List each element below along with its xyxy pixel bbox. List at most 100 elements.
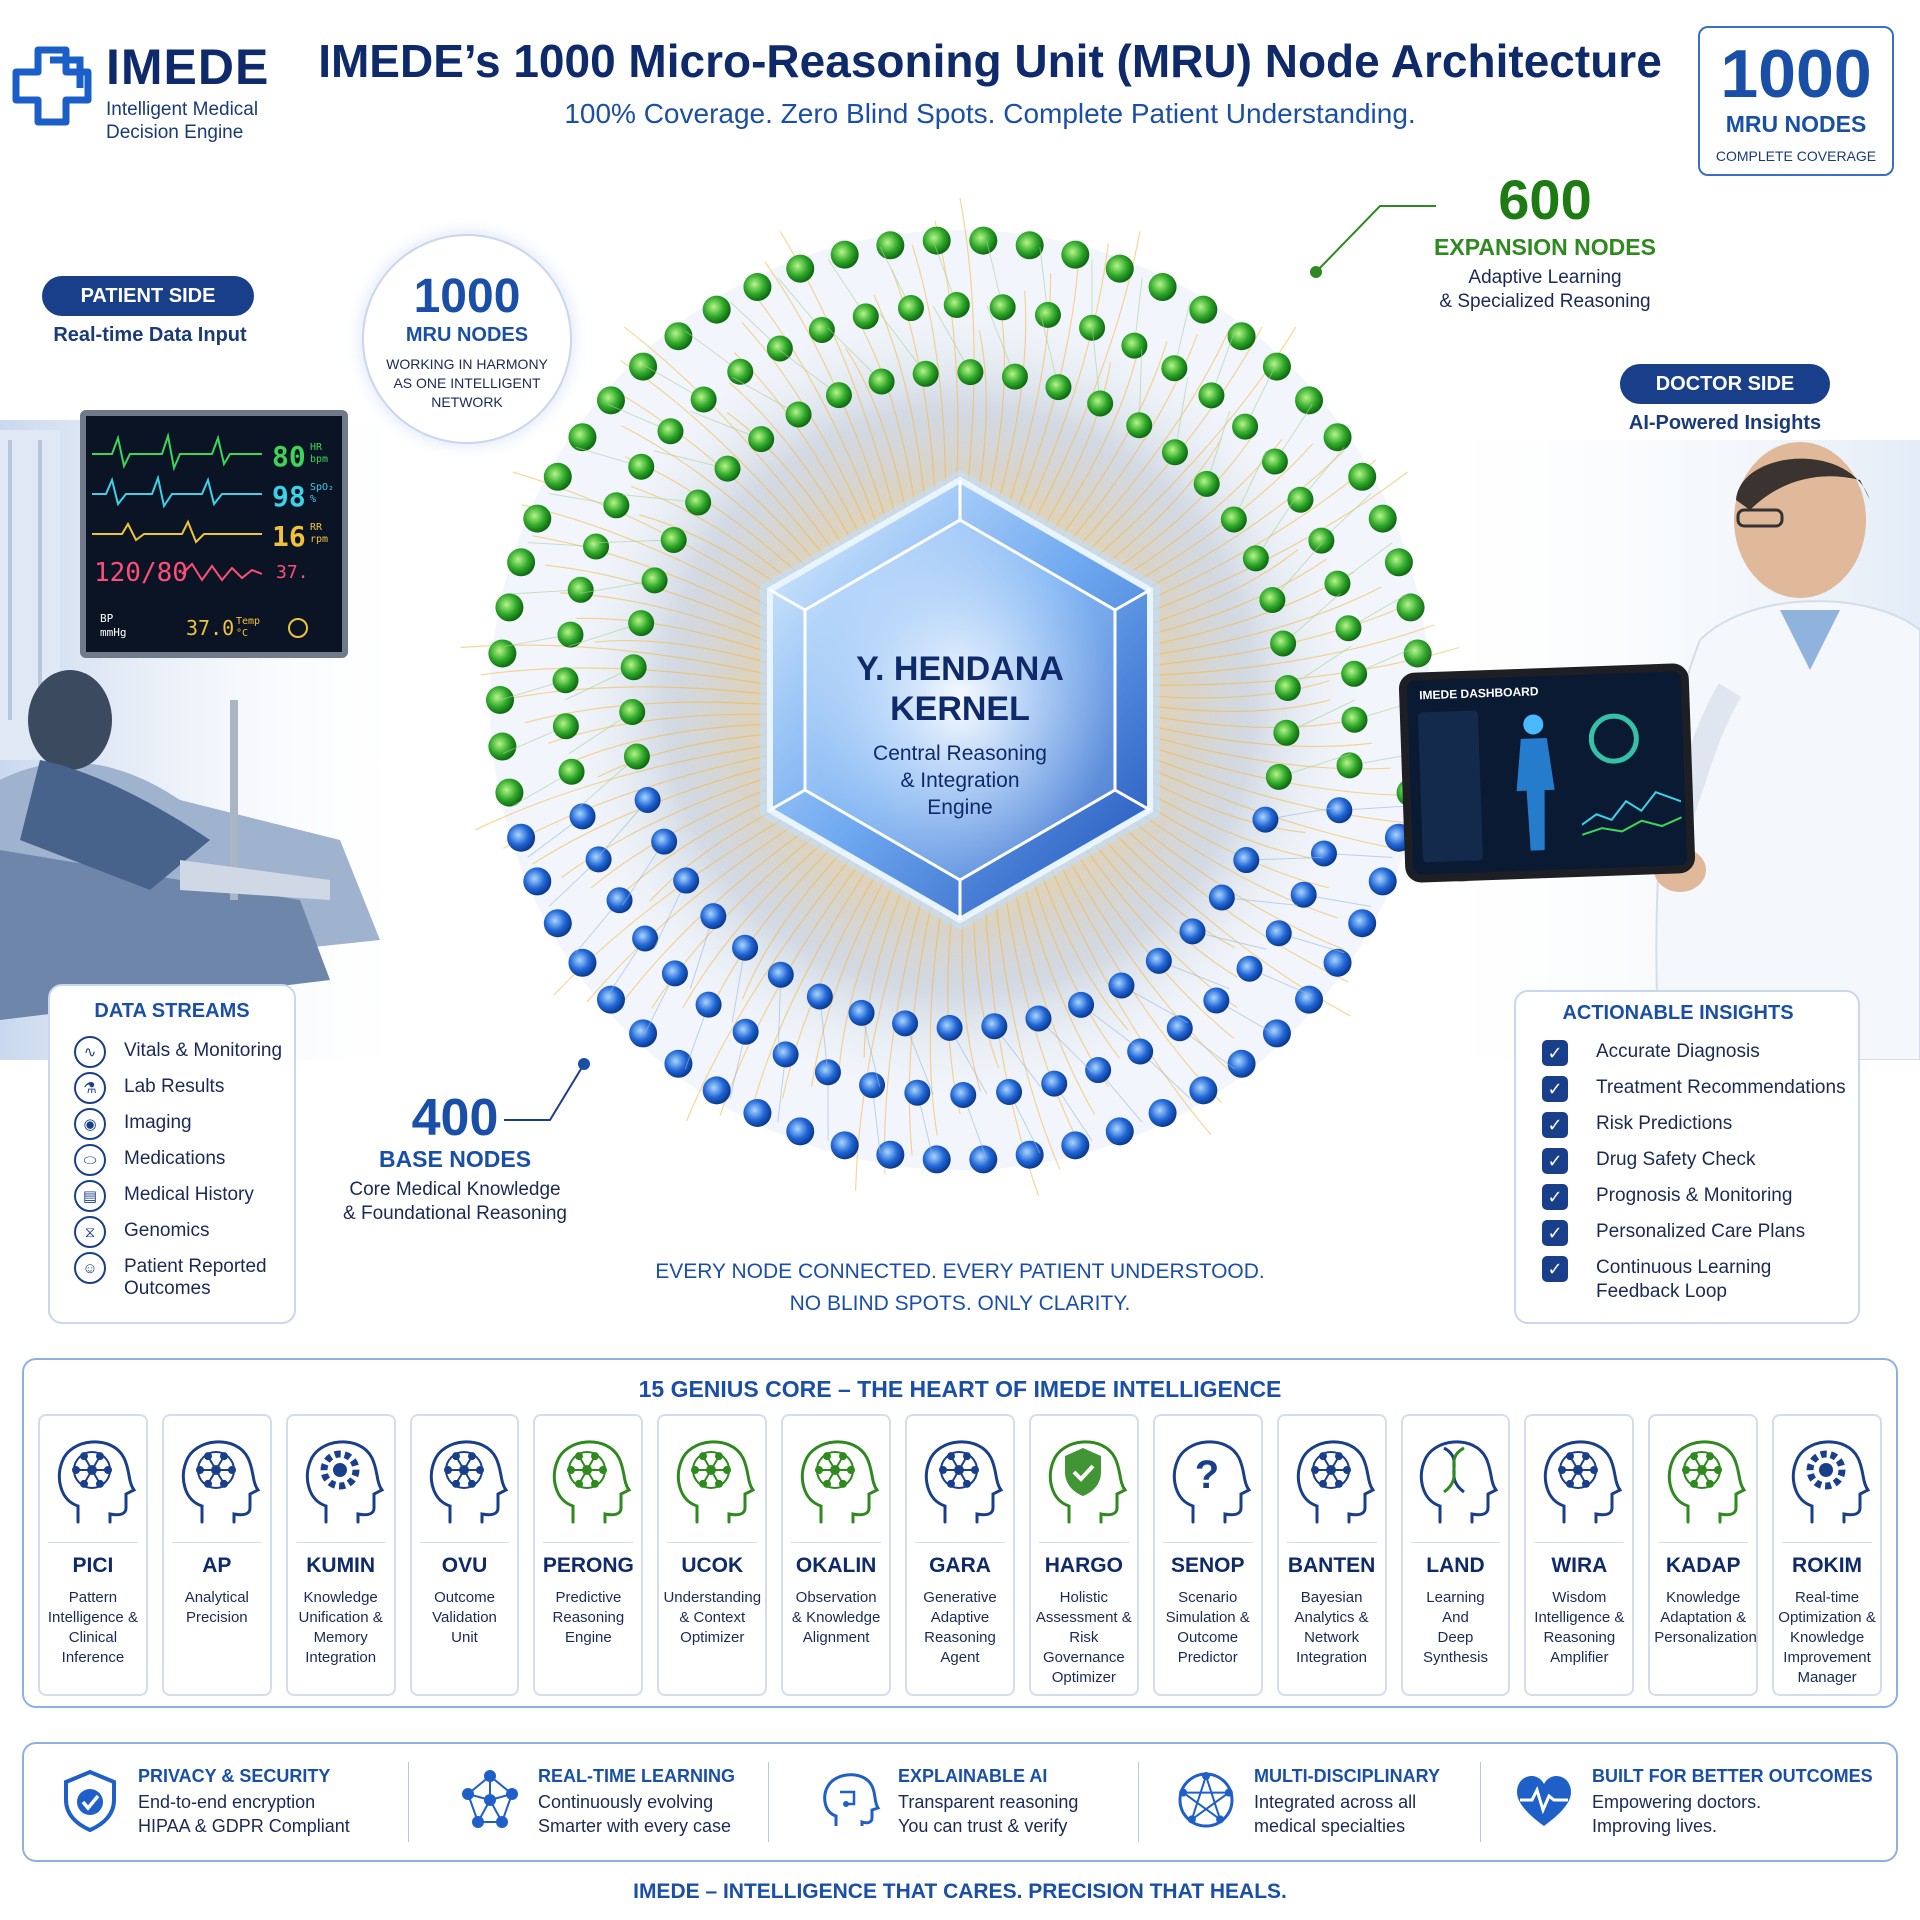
data-stream-label: Vitals & Monitoring <box>124 1040 283 1061</box>
expansion-node <box>628 453 655 480</box>
expansion-node <box>1341 660 1368 687</box>
brain-circuit-icon <box>823 1773 881 1826</box>
card-divider <box>1782 1542 1872 1543</box>
data-stream-label: Medical History <box>124 1184 254 1205</box>
feature-divider <box>1480 1762 1481 1842</box>
network-tagline: EVERY NODE CONNECTED. EVERY PATIENT UNDE… <box>655 1260 1265 1315</box>
brain-gear-icon <box>305 1440 384 1524</box>
brain-hub-icon <box>677 1440 756 1524</box>
expansion-node <box>1045 374 1072 401</box>
logo-subtitle: Intelligent Medical Decision Engine <box>106 99 259 143</box>
base-node <box>1105 1117 1134 1146</box>
expansion-node <box>957 359 984 386</box>
expansion-node <box>868 368 895 395</box>
feature-divider <box>408 1762 409 1842</box>
pulse-icon: ∿ <box>74 1036 106 1068</box>
base-node <box>1203 987 1230 1014</box>
base-label: BASE NODES <box>378 1146 532 1172</box>
brain-wheel-icon <box>801 1440 880 1524</box>
base-node <box>543 909 572 938</box>
expansion-node <box>989 294 1016 321</box>
expansion-node <box>1148 273 1177 302</box>
expansion-node <box>1105 254 1134 283</box>
checkbox-checked-icon: ✓ <box>1542 1184 1568 1210</box>
bp-value: 120/80 <box>94 558 188 588</box>
base-node <box>695 991 722 1018</box>
expansion-node <box>786 254 815 283</box>
expansion-node <box>557 621 584 648</box>
ecg-waveforms <box>92 432 262 582</box>
expansion-node <box>876 231 905 260</box>
expansion-node <box>623 743 650 770</box>
footer-tagline: IMEDE – INTELLIGENCE THAT CARES. PRECISI… <box>633 1880 1287 1903</box>
expansion-node <box>629 352 658 381</box>
expansion-node <box>1242 545 1269 572</box>
expansion-node <box>657 418 684 445</box>
base-node <box>651 828 678 855</box>
base-node <box>1041 1070 1068 1097</box>
base-node <box>1061 1131 1090 1160</box>
genius-code: PERONG <box>542 1554 634 1577</box>
base-node <box>1323 948 1352 977</box>
card-divider <box>171 1542 262 1543</box>
expansion-node <box>852 303 879 330</box>
brain-wheel-icon <box>1544 1440 1623 1524</box>
checkbox-checked-icon: ✓ <box>1542 1040 1568 1066</box>
insight-label: Treatment Recommendations <box>1596 1077 1846 1098</box>
insight-label: Risk Predictions <box>1596 1113 1733 1134</box>
mru-count-box: 1000 MRU NODES COMPLETE COVERAGE <box>1698 26 1894 176</box>
base-node <box>1348 909 1377 938</box>
base-node <box>1252 806 1279 833</box>
base-node <box>664 1049 693 1078</box>
feature-line-1: Transparent reasoning <box>898 1792 1079 1812</box>
expansion-node <box>808 316 835 343</box>
expansion-node <box>1270 630 1297 657</box>
insight-label: Drug Safety Check <box>1596 1149 1756 1170</box>
base-node <box>996 1078 1023 1105</box>
expansion-node <box>660 526 687 553</box>
base-node <box>673 867 700 894</box>
count-label: MRU NODES <box>1725 111 1867 137</box>
base-node <box>981 1013 1008 1040</box>
doctor-side-pill: DOCTOR SIDE <box>1620 364 1830 404</box>
insight-item: ✓Risk Predictions <box>1542 1112 1732 1138</box>
logo-title: IMEDE <box>106 39 270 95</box>
expansion-node <box>714 455 741 482</box>
data-stream-item: ⚗Lab Results <box>74 1072 224 1104</box>
brain-nodes-icon <box>429 1440 508 1524</box>
base-node <box>859 1072 886 1099</box>
expansion-node <box>1336 752 1363 779</box>
base-node <box>585 846 612 873</box>
data-stream-label: Lab Results <box>124 1076 225 1097</box>
vitals-monitor: 80 HR bpm 98 SpO₂ % 16 RR rpm 120/80 37.… <box>80 410 348 658</box>
base-callout-line <box>504 1058 590 1121</box>
insight-label: Personalized Care Plans <box>1596 1221 1806 1242</box>
base-node <box>1145 947 1172 974</box>
base-node <box>969 1145 998 1174</box>
expansion-node <box>1198 382 1225 409</box>
card-divider <box>1162 1542 1253 1543</box>
expansion-node <box>1126 412 1153 439</box>
temp-value: 37.0 <box>186 616 235 640</box>
card-divider <box>1038 1542 1129 1543</box>
base-node <box>1166 1015 1193 1042</box>
base-node <box>772 1041 799 1068</box>
feature-divider <box>768 1762 769 1842</box>
base-node <box>786 1117 815 1146</box>
expansion-node <box>748 426 775 453</box>
expansion-node <box>825 382 852 409</box>
connection-ray <box>1034 829 1212 1136</box>
network-icon <box>462 1770 518 1828</box>
